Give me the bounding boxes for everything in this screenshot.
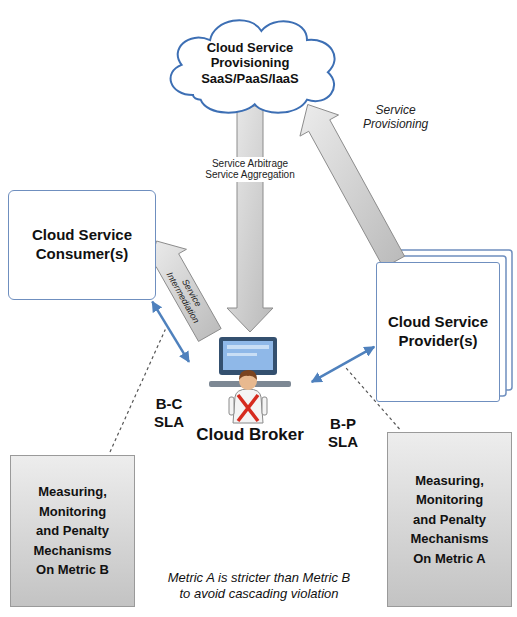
arrow-label: Service Arbitrage Service Aggregation [200,157,300,182]
broker-icon [205,335,295,425]
leader-line [110,329,165,452]
arrow-label: Service Provisioning [356,104,436,132]
leader-layer [110,329,400,452]
consumer-box: Cloud Service Consumer(s) [8,190,156,300]
box-text: Measuring, Monitoring and Penalty Mechan… [404,471,496,569]
box-text: Cloud Service Consumer(s) [16,226,148,264]
broker-name: Cloud Broker [190,425,310,445]
cloud-text: SaaS/PaaS/IaaS [194,71,306,87]
edge-layer [148,104,404,381]
sla-label: B-P SLA [322,415,364,451]
box-text: Measuring, Monitoring and Penalty Mechan… [27,482,119,580]
note-text: Metric A is stricter than Metric B to av… [163,570,355,603]
metric-box: Measuring, Monitoring and Penalty Mechan… [10,455,135,607]
cloud-text: Cloud Service Provisioning [194,40,306,71]
metric-box: Measuring, Monitoring and Penalty Mechan… [387,432,512,607]
arrow-label: Service Intermediation [163,262,213,328]
block-arrow [227,106,273,332]
provider-box: Cloud Service Provider(s) [376,262,500,402]
cloud-shape: Cloud Service ProvisioningSaaS/PaaS/IaaS [155,8,345,118]
sla-label: B-C SLA [148,395,190,431]
cloud-outline [171,20,335,113]
broker-figure: Cloud Broker [190,335,310,451]
block-arrow [148,241,221,341]
box-text: Cloud Service Provider(s) [383,313,493,351]
sla-arrow [312,347,375,382]
